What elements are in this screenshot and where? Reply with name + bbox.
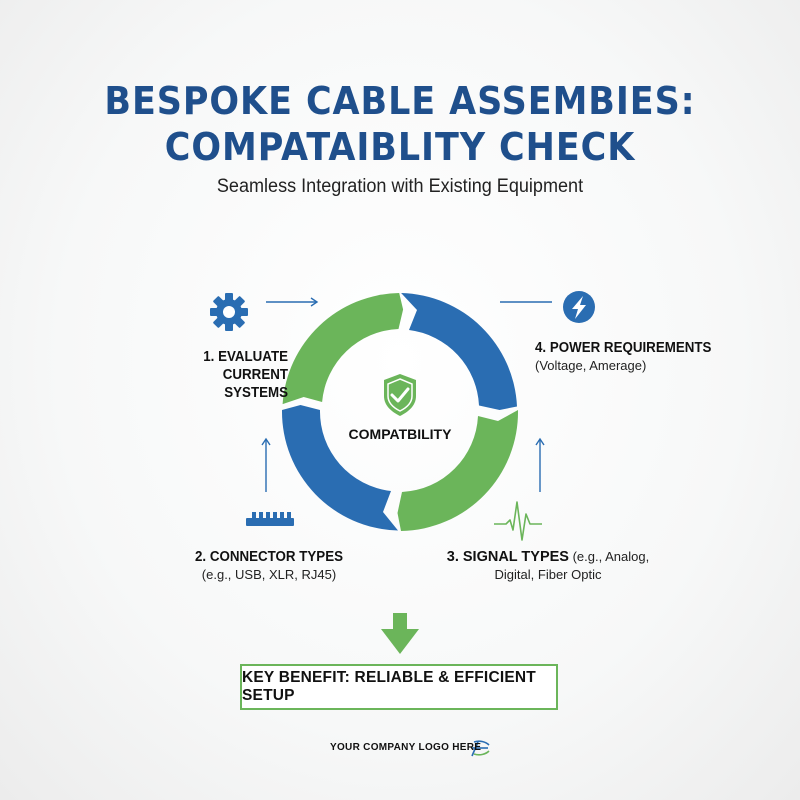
title-line-1: BESPOKE CABLE ASSEMBIES: bbox=[104, 79, 696, 123]
shield-check-icon bbox=[384, 374, 416, 416]
step-1-label: 1. EVALUATE CURRENT SYSTEMS bbox=[203, 349, 288, 401]
key-benefit-text: KEY BENEFIT: RELIABLE & EFFICIENT SETUP bbox=[242, 669, 536, 704]
lightning-icon bbox=[563, 291, 595, 323]
key-benefit-box: KEY BENEFIT: RELIABLE & EFFICIENT SETUP bbox=[240, 664, 558, 710]
ring-segment-top-right bbox=[401, 293, 517, 410]
logo-icon bbox=[471, 740, 490, 757]
down-arrow-icon bbox=[381, 613, 419, 654]
step-3-label: 3. SIGNAL TYPES (e.g., Analog, Digital, … bbox=[446, 549, 650, 582]
subtitle: Seamless Integration with Existing Equip… bbox=[216, 176, 584, 197]
ring-segment-top-left bbox=[282, 293, 404, 405]
waveform-icon bbox=[494, 501, 542, 541]
title-line-2: COMPATAIBLITY CHECK bbox=[164, 125, 636, 169]
step-4-label: 4. POWER REQUIREMENTS (Voltage, Amerage) bbox=[535, 340, 712, 373]
ring-segment-bottom-left bbox=[281, 405, 398, 531]
gear-icon bbox=[210, 293, 248, 331]
company-logo-text: YOUR COMPANY LOGO HERE bbox=[330, 742, 482, 753]
ring-segment-bottom-right bbox=[397, 410, 519, 531]
step-2-label: 2. CONNECTOR TYPES (e.g., USB, XLR, RJ45… bbox=[194, 549, 344, 582]
center-label: COMPATBILITY bbox=[348, 426, 452, 442]
connector-arrows bbox=[261, 297, 552, 492]
connector-icon bbox=[246, 512, 294, 526]
